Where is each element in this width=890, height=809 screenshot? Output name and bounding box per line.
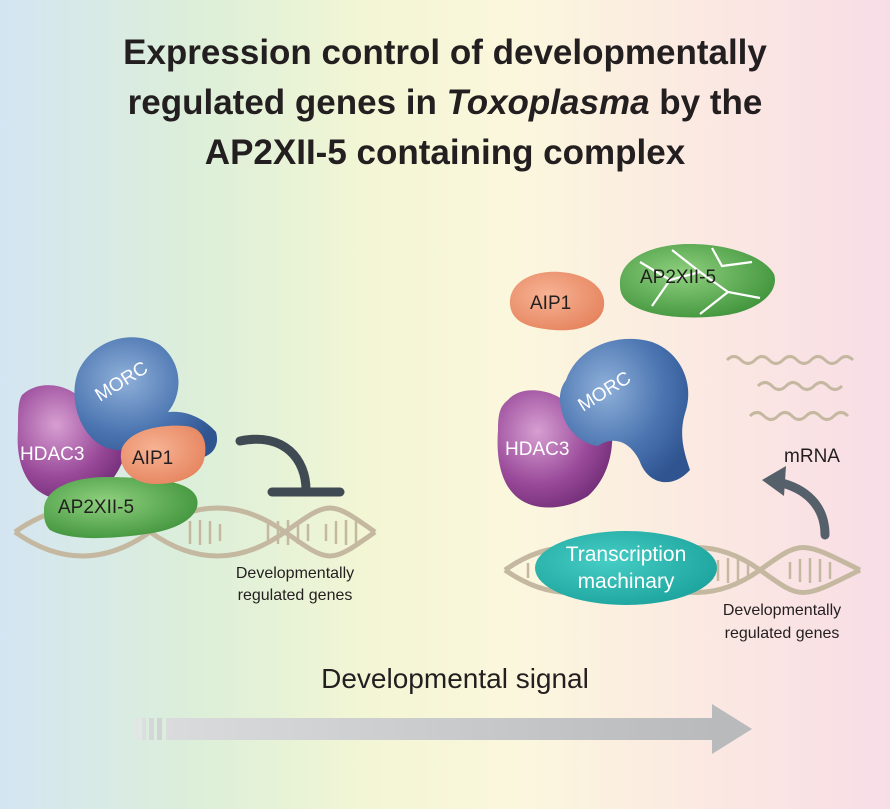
mrna-label: mRNA xyxy=(784,446,840,467)
transcription-machinery xyxy=(535,531,717,605)
machinery-label-line1: Transcription xyxy=(566,543,687,566)
left-aip1-protein xyxy=(120,425,206,484)
page-title: Expression control of developmentally re… xyxy=(0,28,890,178)
title-line-2: regulated genes in Toxoplasma by the xyxy=(0,78,890,128)
right-aip1-label: AIP1 xyxy=(530,293,571,314)
machinery-label-line2: machinary xyxy=(578,570,675,593)
left-ap2xii-5-label: AP2XII-5 xyxy=(58,497,134,518)
title-line-3: AP2XII-5 containing complex xyxy=(204,133,686,172)
developmental-signal-label: Developmental signal xyxy=(321,663,589,694)
ap2xii-5-cracks xyxy=(639,247,761,315)
left-genes-label-line2: regulated genes xyxy=(238,587,353,604)
title-line-1: Expression control of developmentally xyxy=(123,33,767,72)
left-aip1-label: AIP1 xyxy=(132,448,173,469)
repression-symbol xyxy=(235,434,345,497)
right-hdac3-label: HDAC3 xyxy=(505,439,569,460)
title-organism: Toxoplasma xyxy=(446,83,650,122)
left-ap2xii-5-protein xyxy=(44,476,198,539)
transcription-arrow xyxy=(762,466,830,540)
right-ap2xii-5-protein xyxy=(619,244,775,318)
left-hdac3-label: HDAC3 xyxy=(20,444,84,465)
right-ap2xii-5-label: AP2XII-5 xyxy=(640,267,716,288)
mrna-transcripts xyxy=(725,355,855,421)
title-line-2-start: regulated genes in xyxy=(127,83,447,122)
developmental-signal-arrow xyxy=(136,704,752,754)
right-genes-label-line1: Developmentally xyxy=(723,602,841,619)
title-line-2-end: by the xyxy=(649,83,763,122)
right-genes-label-line2: regulated genes xyxy=(725,625,840,642)
right-aip1-protein xyxy=(509,271,605,331)
right-morc-protein xyxy=(559,338,690,483)
left-genes-label-line1: Developmentally xyxy=(236,565,354,582)
